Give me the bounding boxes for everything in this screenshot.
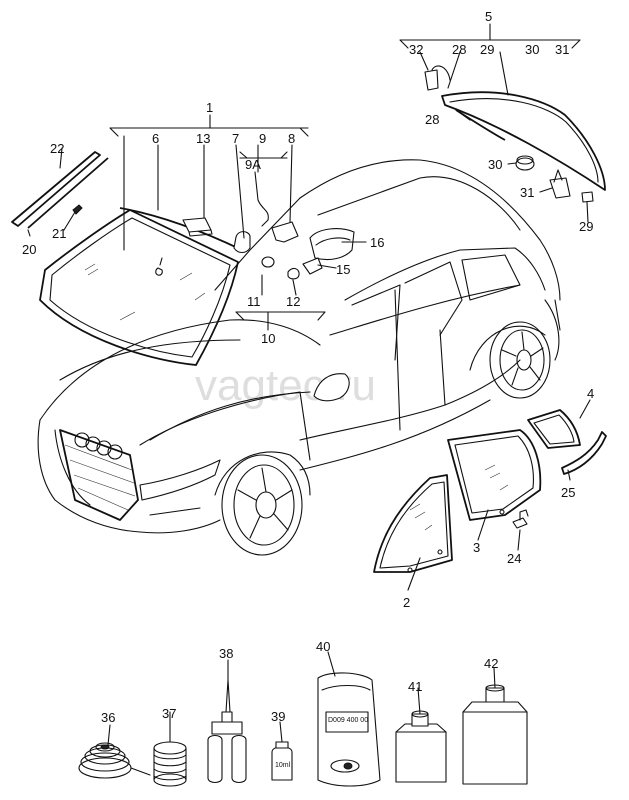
medium-bottle bbox=[395, 710, 447, 783]
label-32: 32 bbox=[409, 42, 423, 57]
leader-lines bbox=[27, 23, 591, 746]
label-29-top: 29 bbox=[480, 42, 494, 57]
small-bottle: 10ml bbox=[271, 741, 293, 781]
label-3: 3 bbox=[473, 540, 480, 555]
label-40: 40 bbox=[316, 639, 330, 654]
label-31: 31 bbox=[520, 185, 534, 200]
label-8: 8 bbox=[288, 131, 295, 146]
label-31-top: 31 bbox=[555, 42, 569, 57]
tape-roll bbox=[78, 742, 151, 779]
label-36: 36 bbox=[101, 710, 115, 725]
label-6: 6 bbox=[152, 131, 159, 146]
primer-packet: D009 400 00 bbox=[317, 672, 381, 787]
quarter-trim bbox=[561, 431, 607, 475]
front-door-glass bbox=[373, 474, 453, 573]
label-9: 9 bbox=[259, 131, 266, 146]
rear-door-glass bbox=[447, 429, 542, 521]
label-13: 13 bbox=[196, 131, 210, 146]
sensor-cover bbox=[271, 221, 299, 243]
bolt bbox=[512, 509, 529, 529]
packet-label: D009 400 00 bbox=[328, 717, 368, 724]
windshield bbox=[39, 207, 243, 366]
sensor-wire bbox=[254, 171, 269, 227]
mirror-bracket bbox=[233, 231, 251, 254]
label-30: 30 bbox=[488, 157, 502, 172]
rear-window bbox=[424, 65, 606, 203]
rain-sensor bbox=[182, 217, 212, 233]
label-5: 5 bbox=[485, 9, 492, 24]
label-29: 29 bbox=[579, 219, 593, 234]
label-28-top: 28 bbox=[452, 42, 466, 57]
quarter-glass bbox=[527, 409, 581, 449]
label-39: 39 bbox=[271, 709, 285, 724]
part-labels: 1 6 13 7 9 8 9A 11 12 10 16 15 22 21 20 … bbox=[22, 9, 594, 725]
adhesive-cartridge bbox=[207, 679, 247, 784]
label-16: 16 bbox=[370, 235, 384, 250]
label-22: 22 bbox=[50, 141, 64, 156]
label-12: 12 bbox=[286, 294, 300, 309]
label-2: 2 bbox=[403, 595, 410, 610]
large-bottle bbox=[462, 684, 528, 785]
roof-trim-strips bbox=[11, 151, 109, 229]
front-wheel bbox=[221, 454, 303, 556]
trim-holder bbox=[302, 257, 323, 275]
label-1: 1 bbox=[206, 100, 213, 115]
cord-roll bbox=[153, 741, 187, 787]
label-10: 10 bbox=[261, 331, 275, 346]
label-30-top: 30 bbox=[525, 42, 539, 57]
seal-ring bbox=[261, 256, 275, 268]
label-28: 28 bbox=[425, 112, 439, 127]
label-41: 41 bbox=[408, 679, 422, 694]
label-15: 15 bbox=[336, 262, 350, 277]
audi-rings-logo bbox=[74, 432, 123, 460]
label-21: 21 bbox=[52, 226, 66, 241]
label-25: 25 bbox=[561, 485, 575, 500]
label-7: 7 bbox=[232, 131, 239, 146]
label-38: 38 bbox=[219, 646, 233, 661]
mirror-trim bbox=[309, 228, 355, 261]
label-37: 37 bbox=[162, 706, 176, 721]
label-11: 11 bbox=[247, 294, 261, 309]
label-24: 24 bbox=[507, 551, 521, 566]
label-9a: 9A bbox=[245, 157, 261, 172]
clip bbox=[287, 267, 300, 280]
label-20: 20 bbox=[22, 242, 36, 257]
rear-wheel bbox=[489, 321, 551, 399]
bottle-label: 10ml bbox=[275, 762, 291, 769]
label-4: 4 bbox=[587, 386, 594, 401]
label-42: 42 bbox=[484, 656, 498, 671]
